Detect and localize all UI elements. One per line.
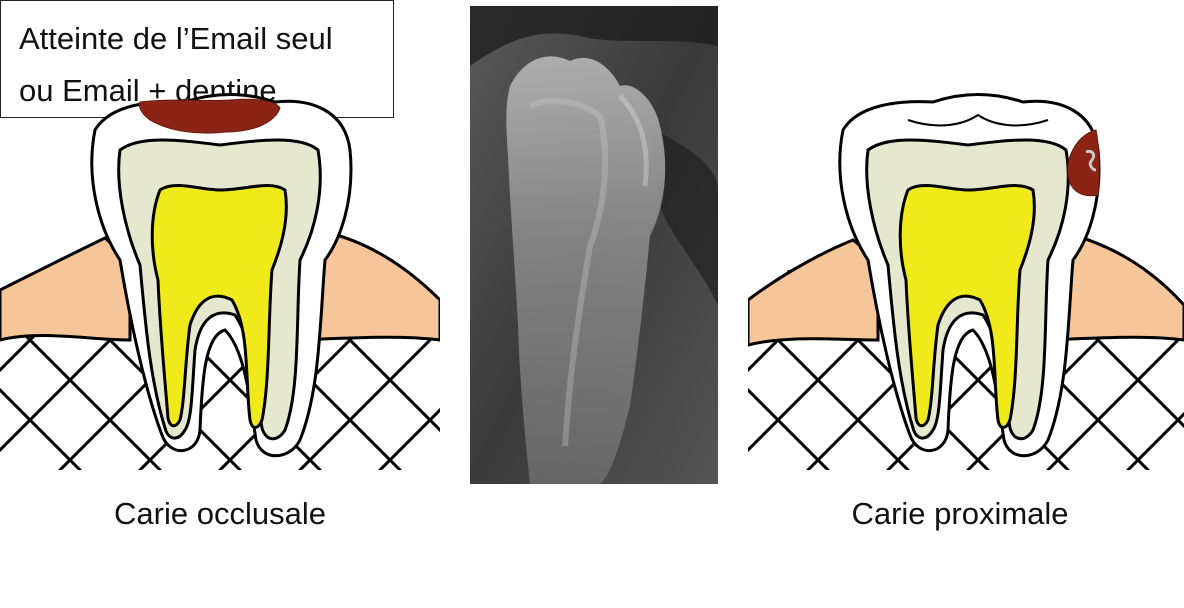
occlusal-caries-tooth-illustration xyxy=(0,90,440,470)
gum xyxy=(748,240,878,345)
caption-occlusal-caries: Carie occlusale xyxy=(60,496,380,532)
caption-line-1: Atteinte de l’Email seul xyxy=(19,13,393,65)
proximal-caries-tooth-illustration xyxy=(748,90,1184,470)
caption-proximal-caries: Carie proximale xyxy=(800,496,1120,532)
dental-xray-image xyxy=(470,6,718,484)
gum xyxy=(0,238,130,340)
